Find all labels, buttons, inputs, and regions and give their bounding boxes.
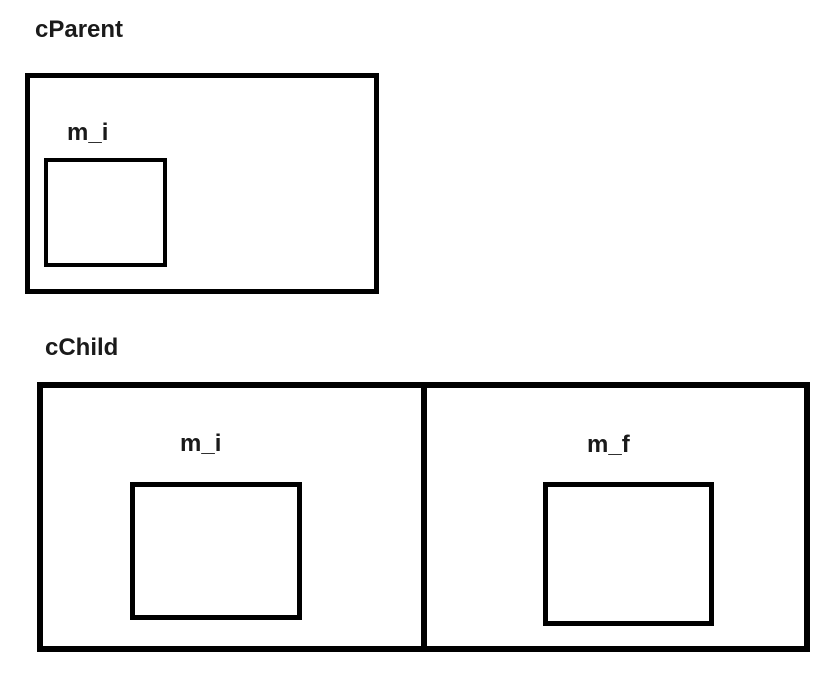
section-divider: [421, 388, 427, 646]
parent-class-box: m_i: [25, 73, 379, 294]
child-own-member-label: m_f: [587, 431, 630, 458]
parent-class-title: cParent: [35, 16, 124, 43]
child-inherited-member-label: m_i: [180, 430, 222, 457]
parent-member-label: m_i: [67, 119, 109, 146]
parent-member-box: [44, 158, 167, 267]
child-class-title: cChild: [45, 334, 119, 361]
child-class-box: m_i m_f: [37, 382, 810, 652]
child-own-member-box: [543, 482, 714, 626]
child-inherited-member-box: [130, 482, 302, 620]
